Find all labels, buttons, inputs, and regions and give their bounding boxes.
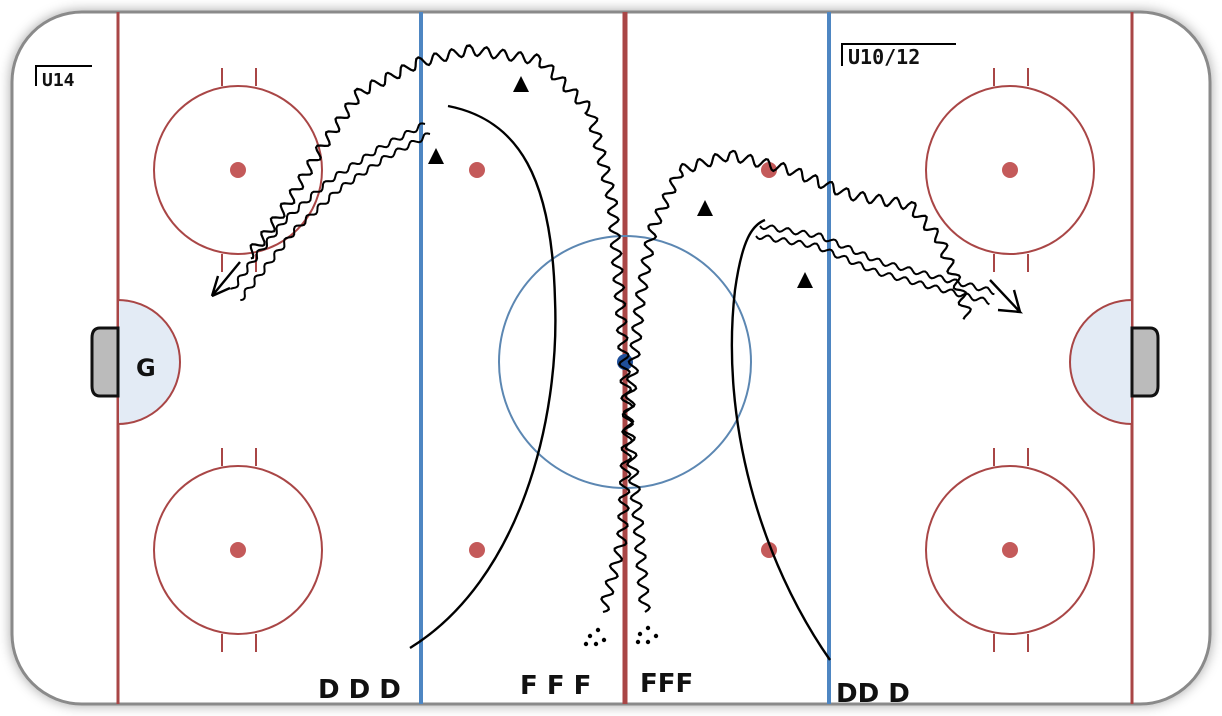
cone-icon — [428, 148, 444, 164]
arrow-left-icon — [210, 261, 241, 298]
cone-icon — [513, 76, 529, 92]
defense-label-right: DD D — [836, 679, 910, 709]
defense-path-left — [409, 104, 557, 650]
goalie-label: G — [136, 354, 156, 382]
faceoff-circle-bottom-right — [925, 448, 1095, 652]
forward-skating-path-left — [249, 44, 634, 614]
age-label-bracket — [35, 65, 92, 86]
cone-icon — [697, 200, 713, 216]
goal-crease-left — [117, 298, 181, 426]
backward-skating-path-left — [240, 132, 431, 302]
age-label-right: U10/12 — [848, 45, 920, 69]
rink-boards — [10, 10, 1212, 706]
defense-label-left: D D D — [318, 675, 401, 705]
faceoff-dot — [1002, 162, 1018, 178]
forwards-label-right: FFF — [640, 669, 693, 699]
goal-crease-right — [1069, 298, 1133, 426]
forwards-label-left: F F F — [520, 671, 591, 701]
age-label-bracket — [841, 43, 956, 66]
backward-skating-path-right — [755, 234, 990, 306]
neutral-dot — [469, 162, 485, 178]
goal-net-left — [90, 326, 120, 398]
faceoff-circle-top-right — [925, 68, 1095, 272]
neutral-dot — [761, 162, 777, 178]
goal-net-right — [1130, 326, 1160, 398]
faceoff-circle-top-left — [153, 68, 323, 272]
cone-icon — [797, 272, 813, 288]
defense-path-right — [730, 218, 831, 661]
faceoff-circle-bottom-left — [153, 448, 323, 652]
faceoff-dot — [230, 542, 246, 558]
puck-pile-icon — [583, 627, 607, 647]
faceoff-dot — [230, 162, 246, 178]
backward-skating-path-right — [759, 224, 995, 296]
neutral-dot — [469, 542, 485, 558]
backward-skating-path-left — [230, 122, 426, 290]
arrow-right-icon — [989, 279, 1024, 314]
age-label-left: U14 — [42, 70, 75, 91]
faceoff-dot — [1002, 542, 1018, 558]
forward-skating-path-right — [622, 149, 972, 613]
puck-pile-icon — [635, 625, 659, 645]
